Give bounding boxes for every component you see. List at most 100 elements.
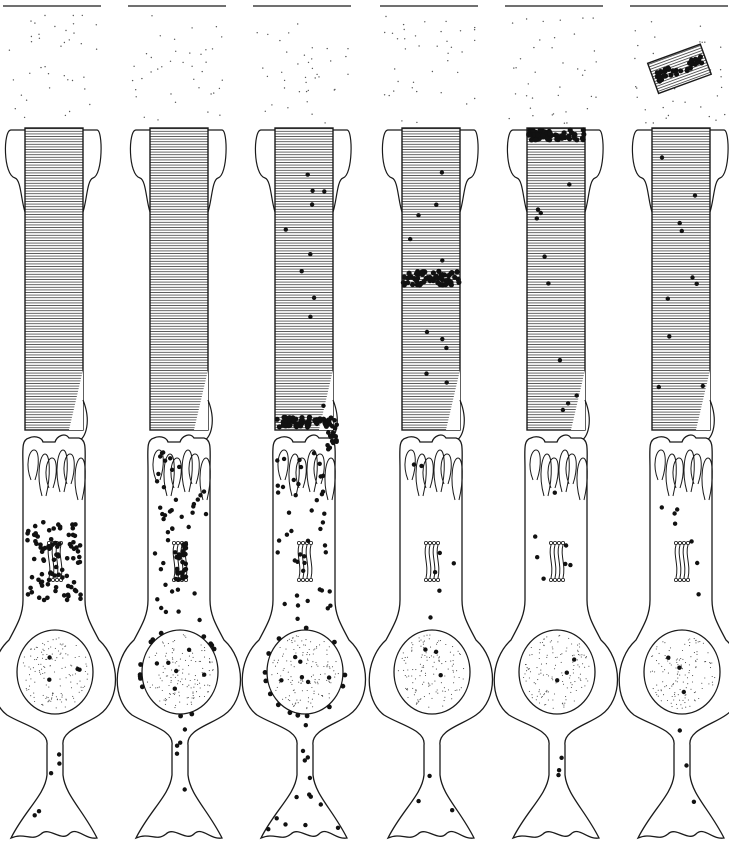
label-grain [32, 557, 37, 562]
chromatin-speck [54, 671, 55, 672]
chromatin-speck [319, 679, 320, 680]
chromatin-speck [695, 661, 696, 662]
chromatin-speck [292, 704, 293, 705]
stipple-dot [566, 122, 567, 123]
label-band-grain [568, 127, 573, 132]
chromatin-speck [298, 682, 299, 683]
chromatin-speck [711, 662, 712, 663]
label-grain [283, 822, 287, 826]
label-grain [283, 602, 287, 606]
label-grain [328, 589, 332, 593]
chromatin-speck [187, 686, 188, 687]
chromatin-speck [191, 687, 192, 688]
chromatin-speck [79, 681, 80, 682]
chromatin-speck [55, 660, 56, 661]
stipple-dot [385, 16, 386, 17]
stipple-dot [306, 91, 307, 92]
chromatin-speck [34, 659, 35, 660]
label-band-grain [533, 137, 538, 142]
chromatin-speck [428, 707, 429, 708]
label-grain [298, 660, 302, 664]
label-grain [153, 551, 157, 555]
stipple-dot [460, 30, 461, 31]
chromatin-speck [171, 680, 172, 681]
label-grain [281, 485, 285, 489]
chromatin-speck [170, 677, 171, 678]
chromatin-speck [423, 665, 424, 666]
chromatin-speck [671, 686, 672, 687]
label-grain [535, 216, 539, 220]
chromatin-speck [172, 657, 173, 658]
chromatin-speck [452, 646, 453, 647]
chromatin-speck [656, 646, 657, 647]
label-grain [187, 525, 191, 529]
label-grain [303, 823, 307, 827]
chromatin-speck [405, 657, 406, 658]
stipple-dot [330, 60, 331, 61]
stipple-dot [709, 116, 710, 117]
stipple-dot [474, 40, 475, 41]
chromatin-speck [452, 670, 453, 671]
label-grain [678, 728, 682, 732]
label-grain [306, 172, 310, 176]
chromatin-speck [40, 674, 41, 675]
label-grain [689, 539, 693, 543]
label-grain [67, 533, 72, 538]
chromatin-speck [34, 649, 35, 650]
chromatin-speck [444, 700, 445, 701]
stipple-dot [205, 49, 206, 50]
label-grain [542, 254, 546, 258]
chromatin-speck [694, 692, 695, 693]
chromatin-speck [685, 707, 686, 708]
chromatin-speck [193, 657, 194, 658]
stipple-dot [653, 53, 654, 54]
label-grain [563, 562, 567, 566]
chromatin-speck [173, 641, 174, 642]
chromatin-speck [669, 663, 670, 664]
chromatin-speck [696, 651, 697, 652]
label-grain [310, 508, 314, 512]
chromatin-speck [306, 708, 307, 709]
chromatin-speck [36, 647, 37, 648]
stipple-dot [397, 81, 398, 82]
stipple-dot [441, 92, 442, 93]
chromatin-speck [330, 682, 331, 683]
chromatin-speck [167, 659, 168, 660]
stipple-dot [513, 67, 514, 68]
chromatin-speck [65, 699, 66, 700]
chromatin-speck [679, 660, 680, 661]
chromatin-speck [429, 635, 430, 636]
stipple-dot [526, 95, 527, 96]
chromatin-speck [412, 669, 413, 670]
chromatin-speck [277, 662, 278, 663]
stipple-dot [587, 108, 588, 109]
chromatin-speck [43, 678, 44, 679]
label-grain [300, 675, 304, 679]
chromatin-speck [298, 702, 299, 703]
chromatin-speck [185, 679, 186, 680]
chromatin-speck [177, 675, 178, 676]
label-band-grain [313, 418, 318, 423]
label-grain [209, 643, 214, 648]
chromatin-speck [541, 697, 542, 698]
chromatin-speck [314, 691, 315, 692]
label-grain [282, 457, 286, 461]
chromatin-speck [561, 672, 562, 673]
chromatin-speck [84, 686, 85, 687]
stipple-dot [26, 100, 27, 101]
chromatin-speck [73, 698, 74, 699]
label-grain [331, 441, 336, 446]
label-grain [308, 252, 312, 256]
chromatin-speck [295, 652, 296, 653]
chromatin-speck [314, 648, 315, 649]
chromatin-speck [169, 693, 170, 694]
stipple-dot [582, 17, 583, 18]
chromatin-speck [702, 688, 703, 689]
stipple-dot [69, 111, 70, 112]
chromatin-speck [30, 695, 31, 696]
chromatin-speck [426, 652, 427, 653]
label-band-grain [449, 282, 454, 287]
chromatin-speck [426, 635, 427, 636]
label-grain [292, 478, 296, 482]
chromatin-speck [586, 678, 587, 679]
